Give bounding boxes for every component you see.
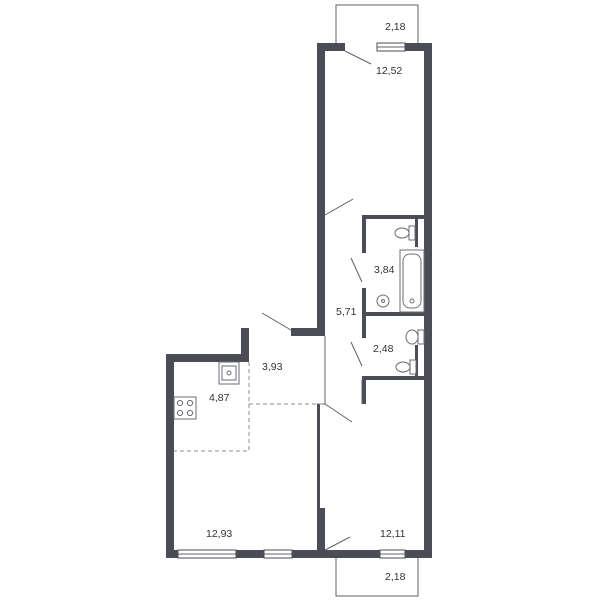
- door-frames: [317, 336, 363, 508]
- kitchen-zone-boundary: [174, 362, 325, 452]
- area-bedroom-bottom: 12,11: [380, 528, 406, 540]
- kitchen-sink-icon: [218, 361, 240, 385]
- area-balcony-top: 2,18: [385, 21, 406, 33]
- area-bathroom: 3,84: [374, 264, 395, 276]
- area-corridor: 5,71: [336, 306, 357, 318]
- area-labels: 2,18 12,52 3,84 5,71 2,48 3,93 4,87 12,9…: [206, 21, 406, 583]
- stove-icon: [173, 396, 197, 420]
- area-kitchen: 4,87: [209, 392, 230, 404]
- balcony-bottom-outline: [335, 557, 419, 597]
- area-hall: 3,93: [262, 361, 283, 373]
- washbasin-toilet-icon: [405, 329, 425, 345]
- walls: [166, 43, 432, 558]
- area-balcony-bottom: 2,18: [385, 571, 406, 583]
- toilet-icon: [395, 359, 417, 375]
- door-swings: [261, 50, 372, 551]
- area-bedroom-top: 12,52: [376, 65, 402, 77]
- area-living-room: 12,93: [206, 528, 232, 540]
- toilet-bath-icon: [394, 225, 416, 241]
- area-toilet: 2,48: [373, 343, 394, 355]
- balcony-top-outline: [335, 4, 419, 43]
- bathtub-icon: [399, 249, 425, 313]
- windows: [177, 42, 406, 559]
- washbasin-bath-icon: [376, 294, 390, 308]
